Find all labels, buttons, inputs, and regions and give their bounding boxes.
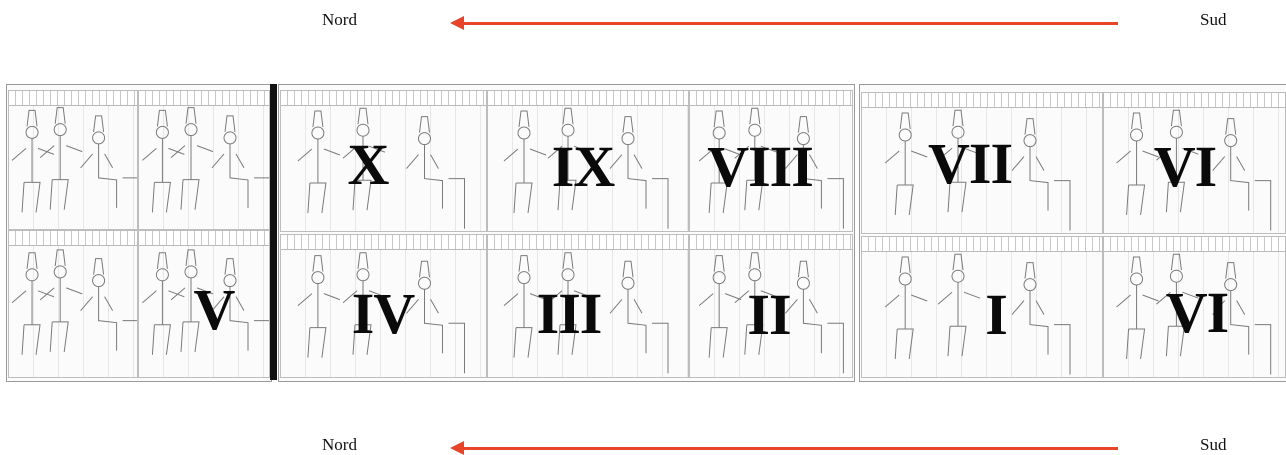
relief-scene	[487, 234, 689, 378]
relief-figures	[297, 252, 465, 374]
numeral-lower-v: V	[193, 277, 236, 342]
numeral-lower-iv: IV	[351, 281, 415, 346]
relief-figures	[884, 253, 1071, 375]
relief-scene	[1103, 92, 1286, 234]
relief-figures	[11, 107, 137, 213]
numeral-lower-i: I	[985, 282, 1008, 347]
numeral-upper-vi: VI	[1153, 134, 1217, 199]
middle-relief-block	[278, 84, 855, 382]
numeral-lower-iii: III	[536, 281, 603, 346]
relief-scene	[280, 90, 487, 232]
relief-scene	[138, 90, 270, 230]
block-separator	[270, 84, 277, 380]
bottom-direction-arrow	[450, 441, 1118, 455]
relief-figures	[698, 252, 844, 374]
relief-scene	[1103, 236, 1286, 378]
bottom-north-label: Nord	[322, 435, 357, 454]
relief-figures	[1116, 253, 1272, 375]
relief-scene	[280, 234, 487, 378]
relief-figures	[503, 107, 669, 229]
relief-scene	[689, 234, 853, 378]
relief-figures	[142, 107, 269, 213]
relief-scene	[138, 230, 270, 378]
relief-figures	[11, 249, 137, 355]
numeral-upper-viii: VIII	[707, 134, 814, 199]
numeral-upper-ix: IX	[551, 134, 615, 199]
relief-scene	[689, 90, 853, 232]
bottom-south-label: Sud	[1200, 435, 1227, 454]
relief-scene	[487, 90, 689, 232]
relief-scene	[861, 236, 1103, 378]
top-north-label: Nord	[322, 10, 357, 29]
numeral-lower-ii: II	[747, 282, 791, 347]
top-south-label: Sud	[1200, 10, 1227, 29]
relief-scene	[8, 230, 138, 378]
numeral-upper-vii: VII	[927, 131, 1013, 196]
relief-scene	[861, 92, 1103, 234]
relief-figures	[698, 107, 844, 229]
numeral-upper-x: X	[347, 132, 390, 197]
relief-scene	[8, 90, 138, 230]
relief-figures	[503, 252, 669, 374]
relief-figures	[297, 107, 465, 229]
top-direction-arrow	[450, 16, 1118, 30]
relief-figures	[1116, 109, 1272, 231]
relief-figures	[884, 109, 1071, 231]
relief-figures	[142, 249, 269, 355]
numeral-lower-vi: VI	[1165, 280, 1229, 345]
